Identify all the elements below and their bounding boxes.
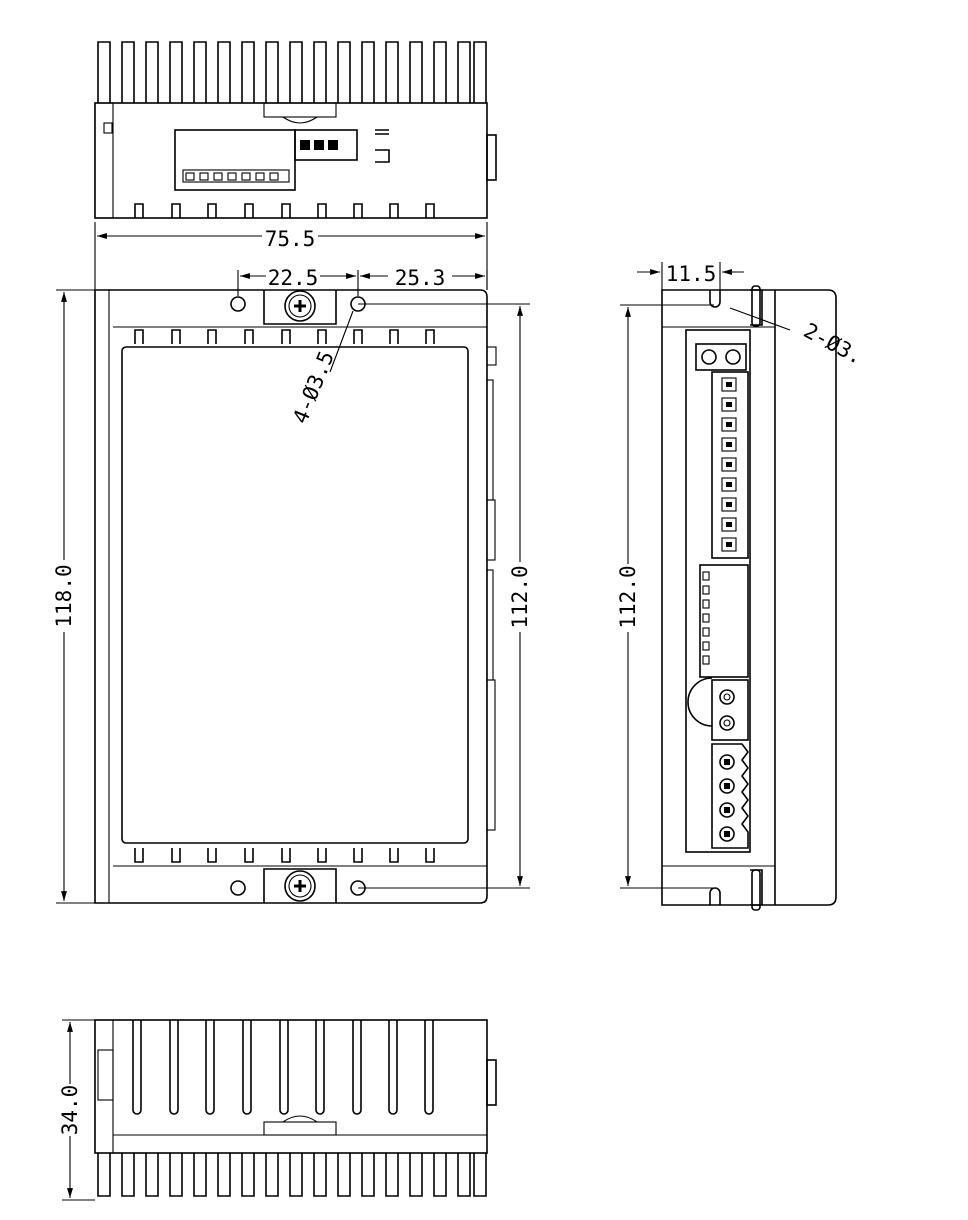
side-view — [661, 285, 837, 911]
dimension-labels: 75.5 22.5 25.3 4-Ø3.5 118.0 112.0 11.5 2… — [52, 227, 867, 1135]
bottom-heatsink-fins — [97, 1153, 487, 1197]
dim-overall-height: 118.0 — [52, 564, 76, 627]
mount-hole — [230, 880, 246, 896]
dim-mount-holes: 4-Ø3.5 — [288, 348, 339, 427]
dim-overall-width: 75.5 — [265, 227, 316, 251]
screw-top — [284, 290, 316, 322]
dimension-lines — [56, 222, 791, 1201]
top-heatsink-fins — [97, 41, 487, 103]
mount-hole — [230, 296, 246, 312]
top-view — [94, 41, 497, 219]
front-view — [94, 289, 497, 904]
terminal-strip-9pin — [711, 371, 749, 559]
top-connector-block — [174, 129, 390, 191]
dim-depth: 34.0 — [58, 1085, 82, 1136]
dim-hole-spacing-left: 22.5 — [268, 266, 319, 290]
dim-hole-pitch-side: 112.0 — [616, 565, 640, 628]
bottom-view — [94, 1019, 497, 1197]
dim-side-slots: 2-Ø3. — [800, 318, 867, 369]
front-side-ribs — [486, 346, 497, 831]
dim-hole-spacing-right: 25.3 — [395, 266, 446, 290]
dim-hole-pitch-front: 112.0 — [508, 565, 532, 628]
dim-side-offset: 11.5 — [666, 262, 717, 286]
screw-bottom — [284, 870, 316, 902]
